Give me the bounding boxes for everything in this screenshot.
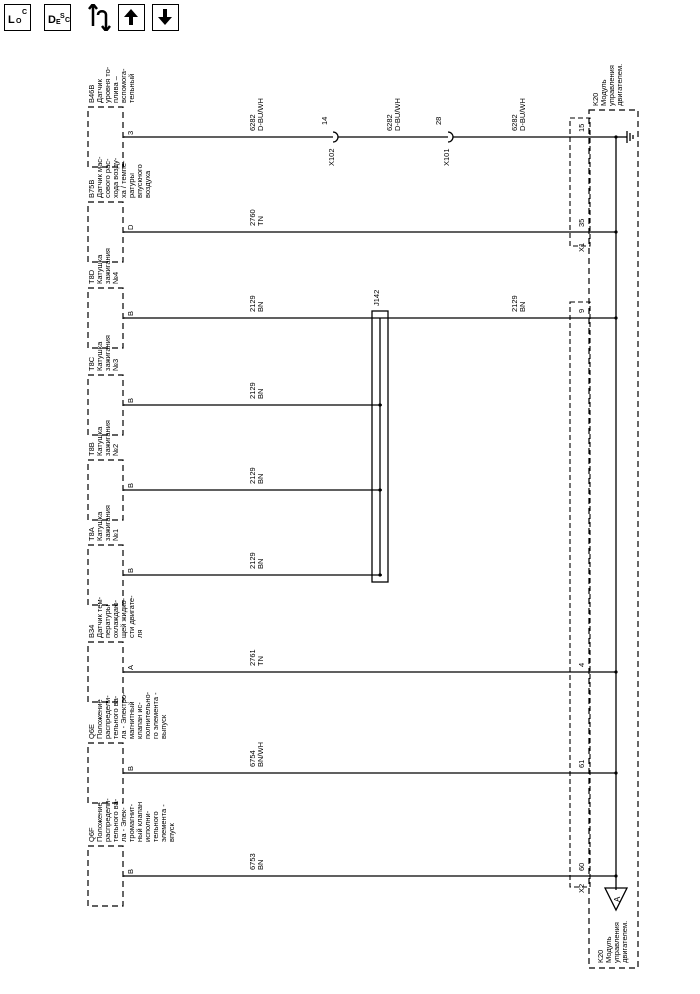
pin-label: B <box>126 398 135 403</box>
module-pin-label: 61 <box>577 760 586 768</box>
component-b46b: B46BДатчикуровня то-плива –вспомога-тель… <box>87 66 586 168</box>
location-button[interactable]: L O C <box>4 4 31 31</box>
component-label: B34Датчик тем-пературыохлаждаю-щей жидко… <box>87 595 144 638</box>
component-label: T8AКатушказажигания№1 <box>87 505 120 541</box>
bus-node <box>614 670 618 674</box>
module-outline <box>588 109 639 969</box>
component-b34: B34Датчик тем-пературыохлаждаю-щей жидко… <box>87 595 586 703</box>
component-label: T8BКатушказажигания№2 <box>87 420 120 456</box>
component-q6e: Q6EПоложениераспредели-тельного ва-ла - … <box>87 691 586 804</box>
component-box <box>87 641 124 703</box>
splice-bar-outer <box>371 310 389 583</box>
component-b75b: B75BДатчик мас-сового рас-хода возду-ха … <box>87 156 586 263</box>
component-label: Q6EПоложениераспредели-тельного ва-ла - … <box>87 691 168 739</box>
bus-node <box>614 874 618 878</box>
wire-label: 2129BN <box>248 552 265 569</box>
connector-x1 <box>569 117 591 247</box>
component-label: B46BДатчикуровня то-плива –вспомога-тель… <box>87 66 136 103</box>
arrow-up-icon <box>124 9 138 25</box>
pin-label: B <box>126 766 135 771</box>
connector-x2 <box>569 301 591 888</box>
bus-node <box>614 316 618 320</box>
next-page-button[interactable] <box>152 4 179 31</box>
component-label: B75BДатчик мас-сового рас-хода возду-ха … <box>87 156 152 198</box>
connector-x2-label: X2 <box>577 884 586 893</box>
inline-connector-x101 <box>447 131 454 143</box>
pin-label: B <box>126 568 135 573</box>
reference-triangle-icon <box>603 887 629 912</box>
inline-connector-label: X101 <box>442 148 451 166</box>
wire-label: 2760TN <box>248 209 265 226</box>
wire-label: 6282D-BU/WH <box>510 98 527 131</box>
wire-label: 2129BN <box>510 295 527 312</box>
location-label: L <box>8 14 15 26</box>
wire-label: 6282D-BU/WH <box>248 98 265 131</box>
inline-connector-label: X102 <box>327 148 336 166</box>
module-pin-label: 15 <box>577 124 586 132</box>
component-box <box>87 845 124 907</box>
pin-label: B <box>126 483 135 488</box>
wire-label: 6282D-BU/WH <box>385 98 402 131</box>
wire-label: 2129BN <box>248 382 265 399</box>
inline-connector-x102 <box>332 131 339 143</box>
inline-pin-label: 28 <box>434 117 443 125</box>
bus-node <box>614 230 618 234</box>
wire-label: 2129BN <box>248 467 265 484</box>
pin-label: B <box>126 311 135 316</box>
component-q6f: Q6FПоложениераспредели-тельного ва-ла - … <box>87 798 586 907</box>
module-bottom-label: K20Модульуправлениядвигателем. <box>596 921 629 963</box>
connector-x1-label: X1 <box>577 243 586 252</box>
pin-label: A <box>126 665 135 670</box>
reference-pin-label: A <box>613 896 622 902</box>
wire-label: 6753BN <box>248 853 265 870</box>
module-pin-label: 35 <box>577 219 586 227</box>
previous-page-button[interactable] <box>118 4 145 31</box>
module-pin-label: 9 <box>577 309 586 313</box>
component-box <box>87 544 124 606</box>
component-label: T8DКатушказажигания№4 <box>87 248 120 284</box>
wire-label: 2129BN <box>248 295 265 312</box>
pin-label: D <box>126 224 135 230</box>
component-box <box>87 742 124 804</box>
pin-label: 3 <box>126 131 135 135</box>
component-label: Q6FПоложениераспредели-тельного ва-ла - … <box>87 798 176 842</box>
arrow-down-icon <box>158 9 172 25</box>
description-label: D <box>48 14 56 26</box>
pin-label: B <box>126 869 135 874</box>
inline-pin-label: 14 <box>320 117 329 125</box>
bus-node <box>614 771 618 775</box>
bus-node <box>614 135 618 139</box>
signal-flow-button[interactable] <box>84 1 111 34</box>
splice-j142: J142 <box>371 290 389 583</box>
wire-label: 2761TN <box>248 649 265 666</box>
module-pin-label: 4 <box>577 663 586 667</box>
module-top-label: K20Модульуправлениядвигателем. <box>591 64 624 106</box>
wire-label: 6754BN/WH <box>248 742 265 767</box>
module-pin-label: 60 <box>577 863 586 871</box>
component-label: T8CКатушказажигания№3 <box>87 335 120 371</box>
splice-label: J142 <box>372 290 381 306</box>
description-button[interactable]: D E S C <box>44 4 71 31</box>
